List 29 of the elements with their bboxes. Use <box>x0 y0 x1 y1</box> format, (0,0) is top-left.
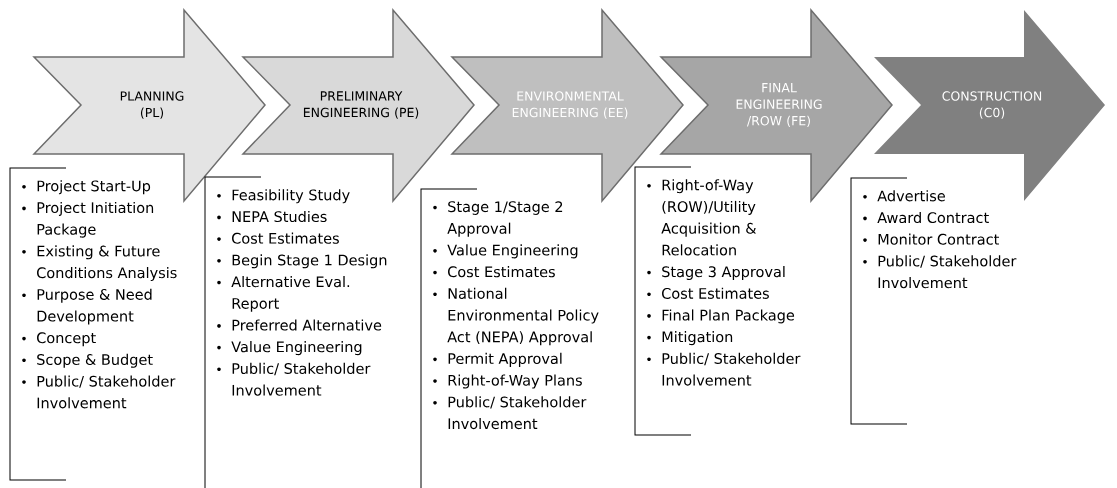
node-label: Project Initiation Package <box>37 201 154 238</box>
node-label: Monitor Contract <box>878 233 999 245</box>
node-label: Concept <box>37 332 96 347</box>
node-label: Preferred Alternative <box>232 319 382 331</box>
node-label: Purpose & Need Development <box>37 288 152 325</box>
node-label: Scope & Budget <box>37 353 153 368</box>
node-label: Begin Stage 1 Design <box>232 254 387 269</box>
node-label: Existing & Future Conditions Analysis <box>37 245 177 282</box>
node-label: NEPA Studies <box>232 210 327 223</box>
node-label: Final Plan Package <box>662 309 795 324</box>
node-label: Public/ Stakeholder Involvement <box>232 362 371 396</box>
node-label: Public/ Stakeholder Involvement <box>878 255 1017 289</box>
node-label: Cost Estimates <box>232 232 339 244</box>
node-label: Mitigation <box>662 331 733 346</box>
node-label: Cost Estimates <box>448 266 555 278</box>
node-label: Public/ Stakeholder Involvement <box>448 396 587 430</box>
node-label: Award Contract <box>877 211 989 224</box>
node-label: Permit Approval <box>448 352 562 367</box>
node-label: Right-of-Way Plans <box>448 374 582 389</box>
node-label: Stage 1/Stage 2 Approval <box>447 201 563 237</box>
node-label: Alternative Eval. Report <box>231 275 350 312</box>
node-label: Project Start-Up <box>37 180 151 195</box>
node-label: Value Engineering <box>447 244 578 259</box>
node-label: Value Engineering <box>231 341 362 356</box>
node-label: Cost Estimates <box>662 287 769 299</box>
node-label: National Environmental Policy Act (NEPA) Approval <box>447 287 599 346</box>
node-label: Public/ Stakeholder Involvement <box>37 375 176 409</box>
node-label: Stage 3 Approval <box>662 265 785 281</box>
node-label: Public/ Stakeholder Involvement <box>662 352 801 386</box>
